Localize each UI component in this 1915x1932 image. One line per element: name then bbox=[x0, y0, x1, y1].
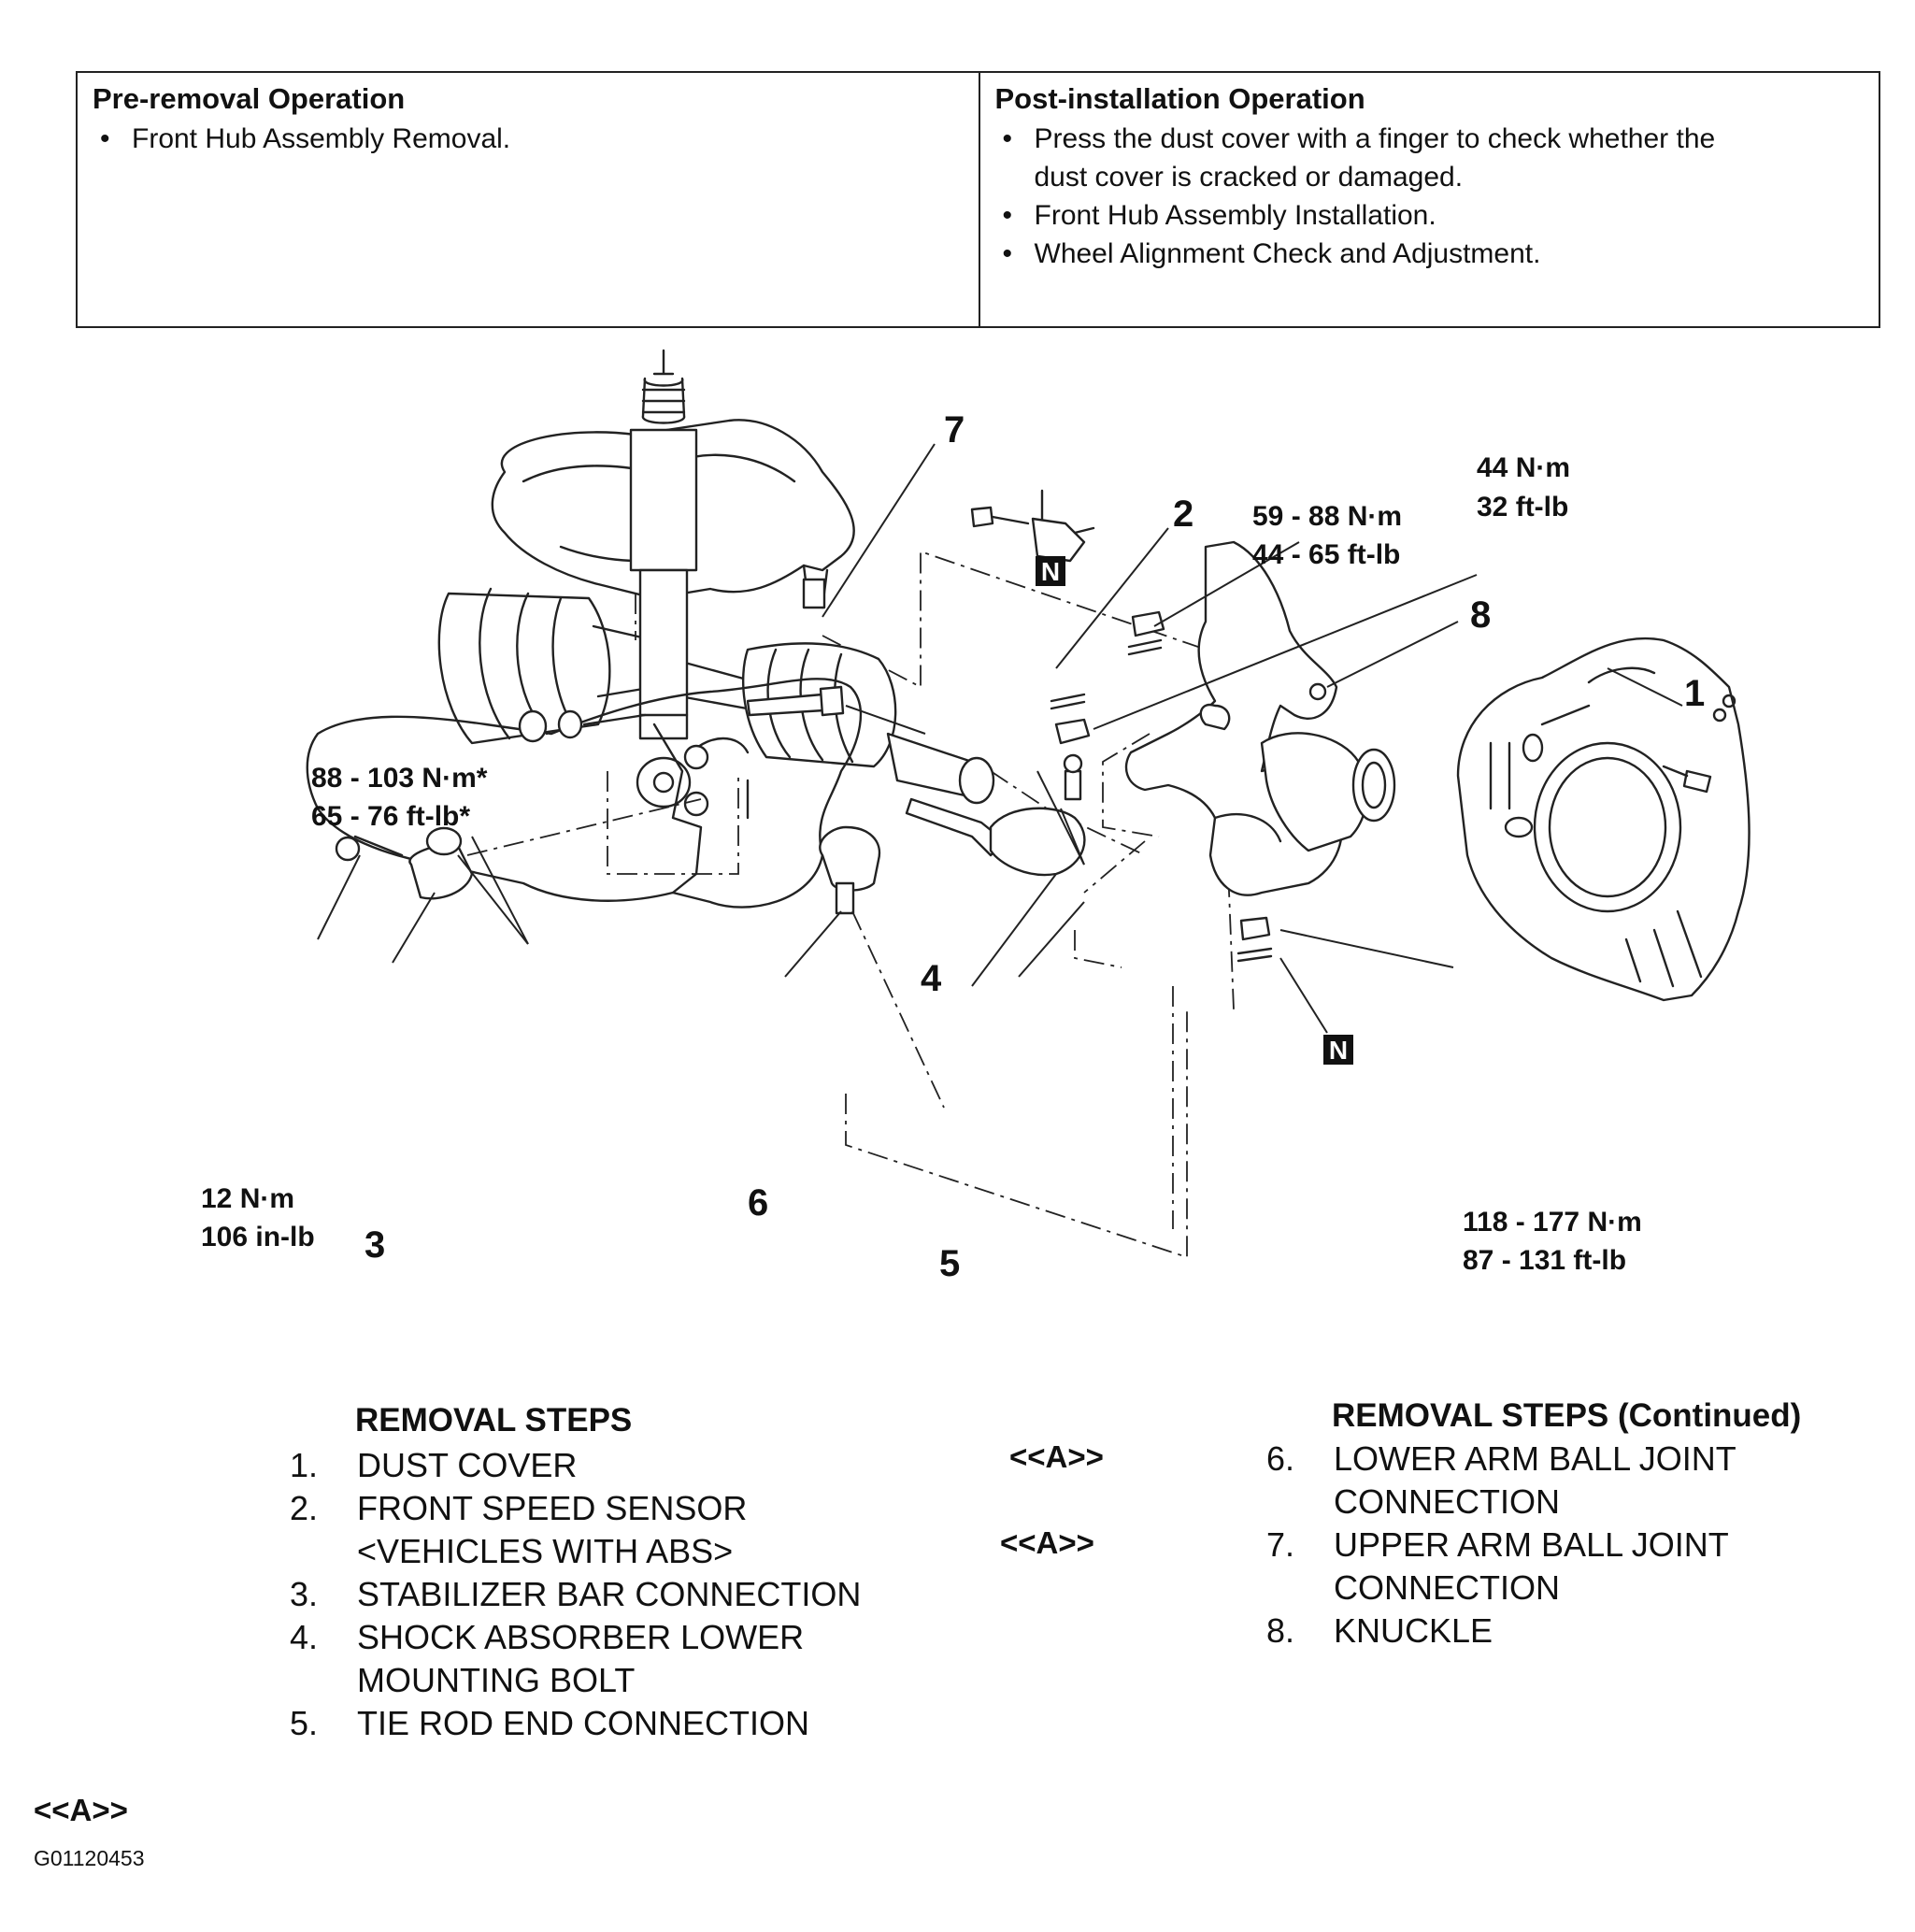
post-installation-column: Post-installation Operation Press the du… bbox=[978, 73, 1879, 326]
post-installation-item: Front Hub Assembly Installation. bbox=[995, 196, 1865, 235]
torque-44-65-ftlb: 44 - 65 ft-lb bbox=[1252, 539, 1400, 570]
knuckle-nuts bbox=[1050, 610, 1273, 963]
pre-removal-column: Pre-removal Operation Front Hub Assembly… bbox=[78, 73, 979, 326]
callout-7: 7 bbox=[944, 409, 965, 451]
callout-6: 6 bbox=[748, 1182, 768, 1224]
lower-arm bbox=[306, 678, 881, 915]
torque-87-131-ftlb: 87 - 131 ft-lb bbox=[1463, 1245, 1626, 1276]
post-installation-item: Wheel Alignment Check and Adjustment. bbox=[995, 235, 1865, 273]
operations-table: Pre-removal Operation Front Hub Assembly… bbox=[76, 71, 1880, 328]
callout-4: 4 bbox=[921, 958, 942, 999]
callout-1: 1 bbox=[1684, 673, 1705, 714]
callout-2: 2 bbox=[1173, 494, 1193, 535]
callout-3: 3 bbox=[364, 1224, 385, 1266]
torque-88-103-nm: 88 - 103 N·m* bbox=[311, 763, 488, 794]
tie-rod-end bbox=[905, 753, 1086, 877]
lower-ball-joint bbox=[851, 910, 945, 1109]
post-installation-item-cont: dust cover is cracked or damaged. bbox=[1034, 162, 1464, 193]
shock-lower-bolt bbox=[746, 685, 845, 717]
callout-8: 8 bbox=[1470, 594, 1491, 636]
post-installation-title: Post-installation Operation bbox=[994, 82, 1365, 115]
torque-12-nm: 12 N·m bbox=[201, 1183, 294, 1214]
knuckle bbox=[1124, 540, 1396, 896]
dust-cover bbox=[1456, 637, 1751, 1002]
torque-59-88-nm: 59 - 88 N·m bbox=[1252, 501, 1402, 532]
pre-removal-title: Pre-removal Operation bbox=[93, 82, 406, 115]
torque-44-nm: 44 N·m bbox=[1477, 452, 1570, 483]
drive-shaft bbox=[437, 587, 995, 805]
post-installation-item: Press the dust cover with a finger to ch… bbox=[995, 120, 1865, 158]
callout-5: 5 bbox=[939, 1243, 960, 1284]
dust-cover-bolt bbox=[1662, 765, 1712, 794]
n-badge: N bbox=[1036, 556, 1065, 586]
stabilizer-link bbox=[335, 798, 702, 900]
step-6-ref: <<A>> bbox=[1009, 1439, 1104, 1474]
removal-steps-title: REMOVAL STEPS bbox=[355, 1402, 633, 1438]
svg-text:N: N bbox=[1329, 1036, 1348, 1065]
stabilizer-nut bbox=[518, 709, 647, 743]
leader-lines bbox=[317, 443, 1683, 1034]
figure-code: G01120453 bbox=[34, 1846, 145, 1870]
front-suspension-exploded-diagram: N N 7 2 8 1 4 6 3 5 44 N·m 32 ft-lb 59 -… bbox=[201, 349, 1751, 1284]
shock-absorber bbox=[629, 349, 698, 809]
torque-65-76-ftlb: 65 - 76 ft-lb* bbox=[311, 801, 470, 832]
n-badge: N bbox=[1323, 1035, 1353, 1065]
svg-text:N: N bbox=[1041, 557, 1060, 586]
speed-sensor bbox=[970, 489, 1095, 563]
footer-ref: <<A>> bbox=[34, 1793, 128, 1827]
step-7-ref: <<A>> bbox=[1000, 1525, 1094, 1560]
pre-removal-item: Front Hub Assembly Removal. bbox=[93, 120, 964, 158]
torque-32-ftlb: 32 ft-lb bbox=[1477, 492, 1568, 522]
torque-118-177-nm: 118 - 177 N·m bbox=[1463, 1207, 1642, 1238]
assembly-guide-lines bbox=[607, 550, 1235, 1259]
removal-steps-continued-title: REMOVAL STEPS (Continued) bbox=[1332, 1397, 1802, 1434]
torque-106-inlb: 106 in-lb bbox=[201, 1222, 315, 1252]
